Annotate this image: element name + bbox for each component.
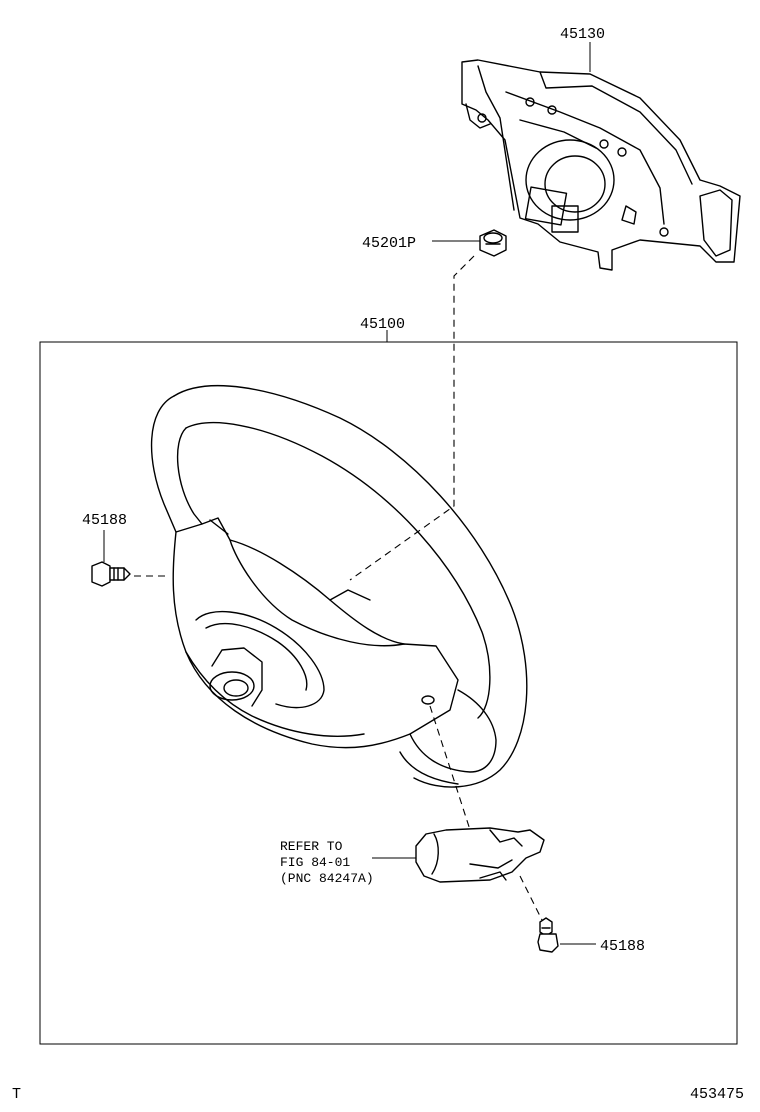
- figure-number: 453475: [690, 1086, 744, 1103]
- screw-right-part: [537, 917, 559, 953]
- wheel-assembly-part-number: 45100: [360, 316, 405, 333]
- pad-cover-part: [461, 59, 741, 271]
- nut-part: [479, 229, 507, 257]
- switch-to-screw-dashed-line: [519, 875, 543, 921]
- pad-cover-part-number: 45130: [560, 26, 605, 43]
- steering-wheel-part: [150, 384, 528, 788]
- nut-part-number: 45201P: [362, 235, 416, 252]
- screw-left-part: [91, 561, 131, 587]
- steering-switch-part: [415, 827, 545, 883]
- reference-note-line-3: (PNC 84247A): [280, 871, 374, 886]
- corner-mark: T: [12, 1086, 21, 1103]
- reference-note-line-1: REFER TO: [280, 839, 343, 854]
- screw-left-part-number: 45188: [82, 512, 127, 529]
- nut-to-wheel-dashed-line: [349, 255, 475, 581]
- screw-right-part-number: 45188: [600, 938, 645, 955]
- assembly-frame: [39, 341, 738, 1045]
- reference-note-line-2: FIG 84-01: [280, 855, 350, 870]
